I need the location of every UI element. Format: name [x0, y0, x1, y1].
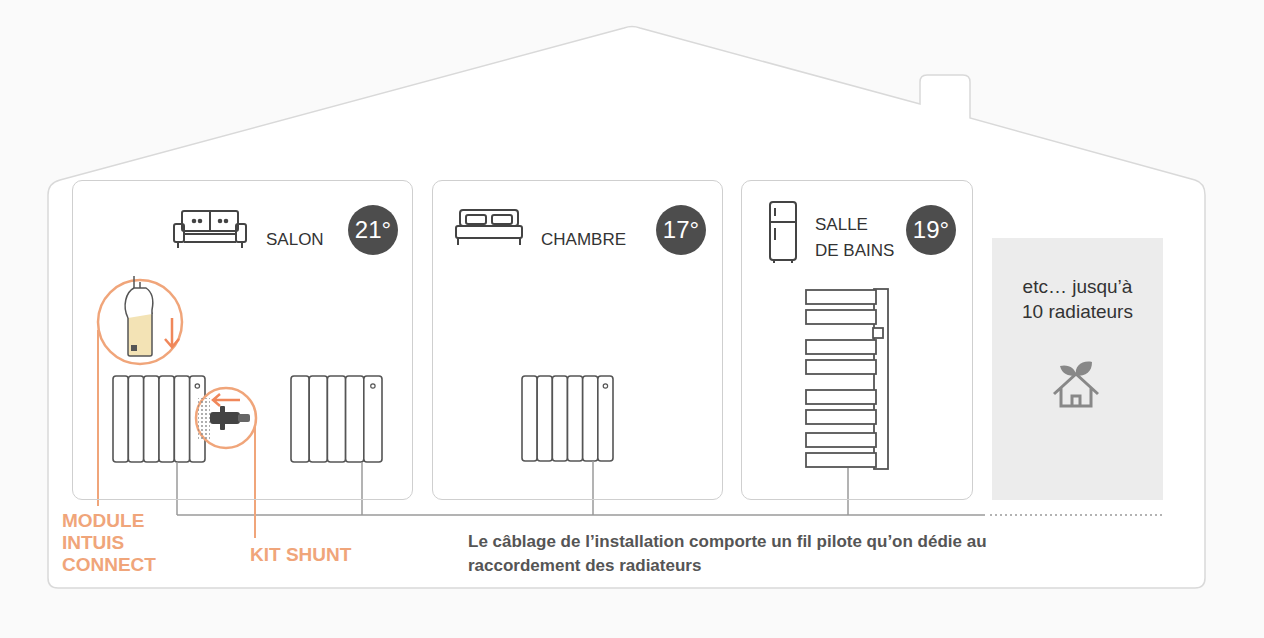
more-box: etc… jusqu’à 10 radiateurs	[992, 238, 1163, 500]
temperature-badge: 21°	[348, 205, 398, 255]
radiator-column	[598, 376, 613, 461]
temperature-badge: 17°	[656, 205, 706, 255]
radiator-column	[174, 376, 189, 462]
room-panel: SALON 21°	[72, 180, 413, 500]
radiator-column	[327, 376, 345, 462]
radiator-column	[364, 376, 382, 462]
radiator-column	[309, 376, 327, 462]
radiator-column	[568, 376, 583, 461]
radiators	[113, 376, 613, 462]
temperature-value: 17°	[663, 218, 699, 242]
shunt-callout	[196, 388, 256, 538]
radiator-column	[291, 376, 309, 462]
radiator-column	[128, 376, 143, 462]
radiator-column	[583, 376, 598, 461]
room-name: SALLE DE BAINS	[815, 212, 895, 264]
room-name: CHAMBRE	[541, 227, 626, 253]
radiator-column	[113, 376, 128, 462]
fridge-icon	[770, 202, 796, 263]
radiator-column	[522, 376, 537, 461]
radiator-column	[537, 376, 552, 461]
house-outline	[48, 27, 1205, 589]
radiator-column	[346, 376, 364, 462]
note-text: etc… jusqu’à 10 radiateurs	[1012, 274, 1143, 324]
radiator-column	[552, 376, 567, 461]
towel-radiator	[806, 289, 888, 469]
radiator-knob	[195, 384, 199, 388]
radiator-column	[159, 376, 174, 462]
temperature-value: 21°	[355, 218, 391, 242]
radiator-column	[144, 376, 159, 462]
room-panel: CHAMBRE 17°	[432, 180, 723, 500]
temperature-value: 19°	[913, 218, 949, 242]
bed-icon	[456, 210, 522, 245]
temperature-badge: 19°	[906, 205, 956, 255]
part-label: MODULE INTUIS CONNECT	[62, 510, 180, 576]
radiator-knob	[603, 384, 607, 388]
room-name: SALON	[266, 227, 324, 253]
eco-house-icon	[1046, 358, 1106, 414]
module-callout	[98, 276, 182, 506]
sofa-icon	[174, 211, 246, 248]
radiator-knob	[371, 384, 375, 388]
part-label: KIT SHUNT	[250, 544, 351, 566]
wiring-note: Le câblage de l’installation comporte un…	[468, 530, 998, 578]
room-panel: SALLE DE BAINS 19°	[741, 180, 973, 500]
